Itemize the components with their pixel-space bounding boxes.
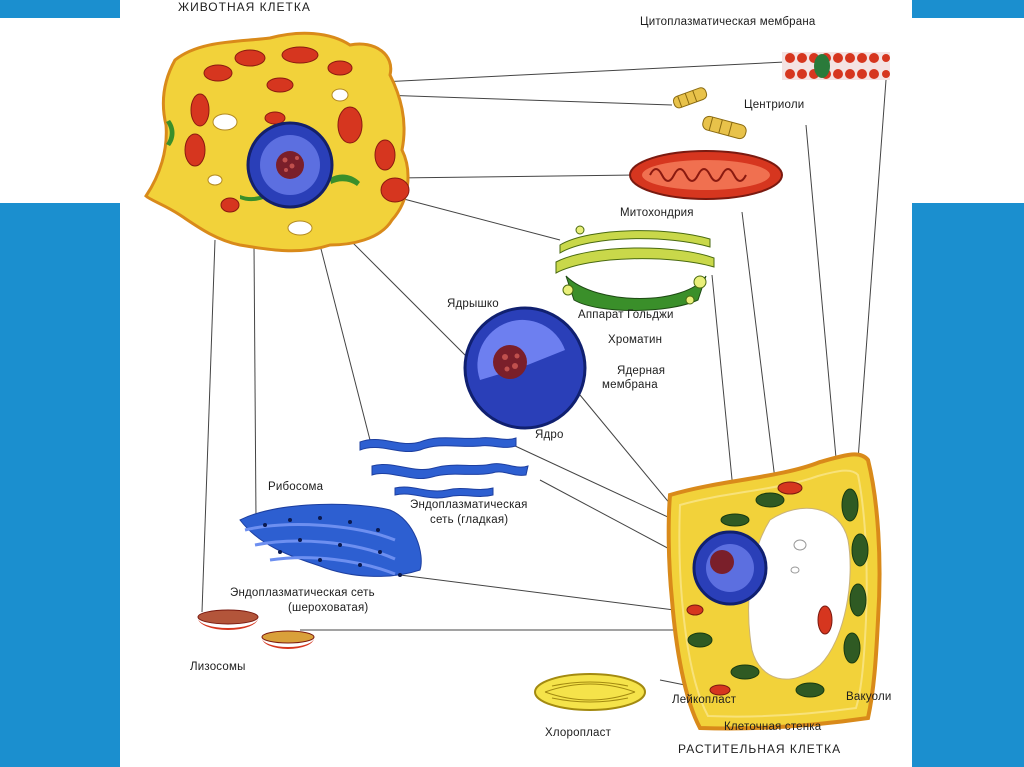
centrioles-figure [672, 87, 747, 140]
label-lysosomes: Лизосомы [190, 661, 246, 673]
frame-band-left [0, 203, 120, 767]
label-rough-er-2: (шероховатая) [288, 602, 369, 614]
label-cell-wall: Клеточная стенка [724, 721, 822, 733]
rough-er-figure [239, 503, 422, 577]
label-chromatin: Хроматин [608, 334, 663, 346]
label-rough-er-1: Эндоплазматическая сеть [230, 587, 375, 599]
label-smooth-er-2: сеть (гладкая) [430, 514, 509, 526]
animal-cell-title: ЖИВОТНАЯ КЛЕТКА [178, 0, 311, 14]
label-centrioles: Центриоли [744, 99, 805, 111]
frame-band-top-left [0, 0, 120, 18]
chloroplast-figure [534, 673, 646, 711]
label-smooth-er-1: Эндоплазматическая [410, 499, 528, 511]
lysosomes-figure [197, 609, 315, 649]
label-vacuoles: Вакуоли [846, 691, 892, 703]
connector-lines [201, 61, 887, 709]
label-leucoplast: Лейкопласт [672, 694, 737, 706]
plant-cell-title: РАСТИТЕЛЬНАЯ КЛЕТКА [678, 742, 842, 756]
animal-cell [144, 31, 410, 253]
label-nucleus: Ядро [535, 429, 564, 441]
nucleus-figure [463, 306, 587, 430]
label-chloroplast: Хлоропласт [545, 727, 612, 739]
label-golgi: Аппарат Гольджи [578, 309, 674, 321]
label-nuclear-membrane-1: Ядерная [617, 365, 666, 377]
label-nuclear-membrane-2: мембрана [602, 379, 658, 391]
mitochondria-figure [629, 150, 783, 200]
frame-band-top-right [912, 0, 1024, 18]
label-mitochondria: Митохондрия [620, 207, 694, 219]
label-cytoplasmic-membrane: Цитоплазматическая мембрана [640, 16, 816, 28]
label-ribosome: Рибосома [268, 481, 324, 493]
cytoplasmic-membrane-figure [782, 52, 890, 80]
plant-cell [666, 452, 882, 731]
frame-band-right [912, 203, 1024, 767]
label-nucleolus: Ядрышко [447, 298, 499, 310]
smooth-er-figure [359, 437, 529, 499]
golgi-figure [555, 225, 715, 311]
